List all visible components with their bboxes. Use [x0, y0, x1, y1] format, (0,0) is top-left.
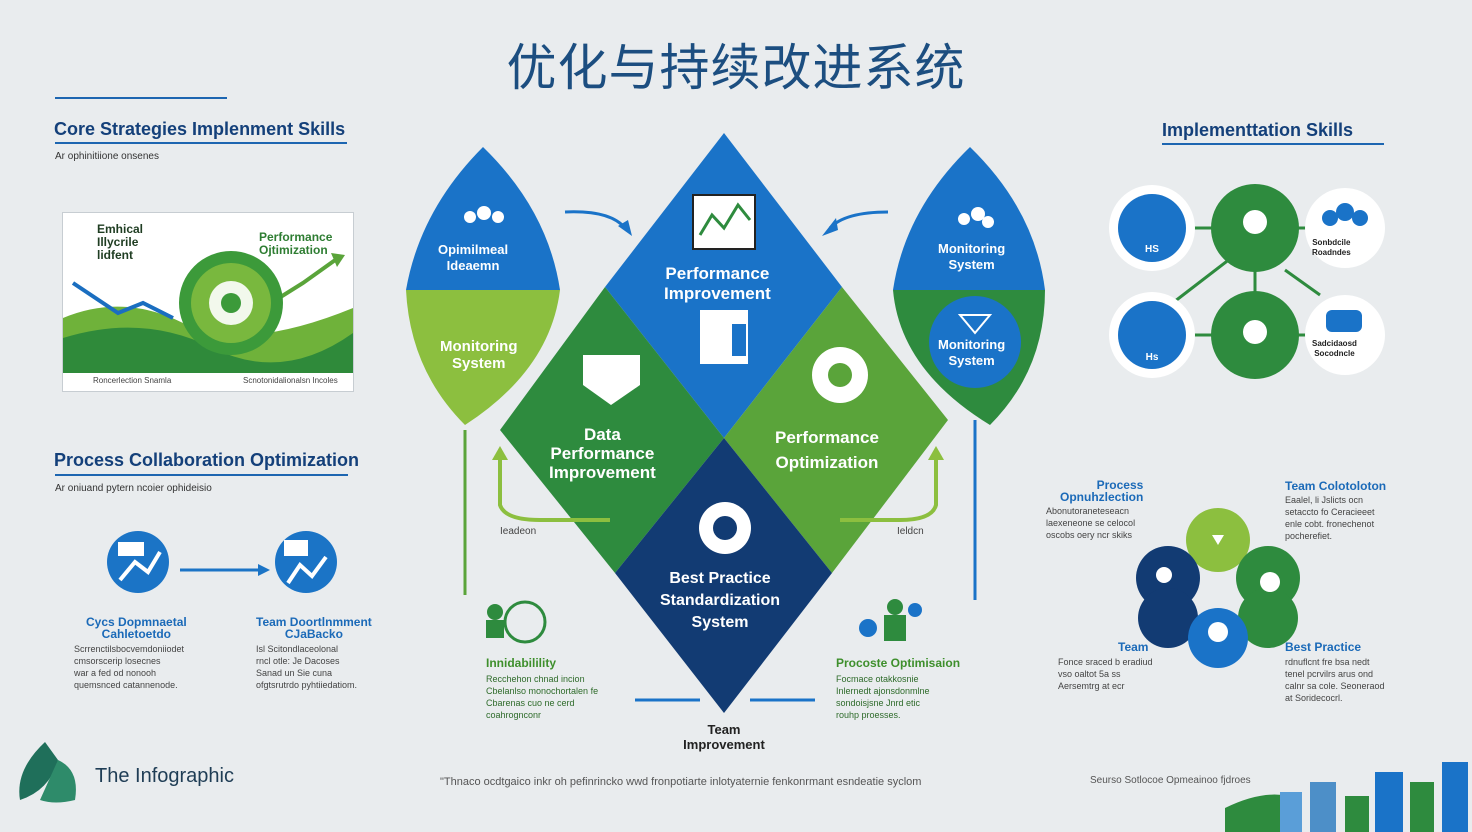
- item-text: Scrrenctilsbocvemdoniiodet cmsorscerip l…: [74, 644, 185, 690]
- card-caption: Roncerlection Snamla: [93, 376, 172, 385]
- right-leaf-top-label: Monitoring System: [938, 241, 1006, 272]
- chart-icon: [692, 194, 756, 250]
- divider: [55, 97, 227, 99]
- item-text: Isl Scitondlaceolonal rncl otle: Je Daco…: [256, 644, 358, 690]
- network-icon: [699, 502, 751, 554]
- lower-left-text: Recchehon chnad incion Cbelanlso monocho…: [486, 674, 599, 720]
- team-title: Team: [1118, 640, 1149, 654]
- team-collaboration-text: Eaalel, li Jslicts ocn setaccto fo Cerac…: [1285, 495, 1375, 541]
- diagram-footnote: "Thnaco ocdtgaico inkr oh pefinrincko ww…: [440, 776, 922, 788]
- team-text: Fonce sraced b eradiud vso oaltot 5a ss …: [1058, 657, 1153, 691]
- card-caption: Scnotonidalionalsn Incoles: [243, 376, 338, 385]
- left-leaf-top-label: Opimilmeal Ideaemn: [438, 242, 509, 273]
- strategy-card-graphic: [63, 251, 353, 391]
- arrow-label: Ieldcn: [897, 526, 924, 537]
- network-node-label: Sadcidaosd Socodncle: [1312, 339, 1357, 358]
- section-heading-core-strategies: Core Strategies Implenment Skills: [54, 119, 346, 139]
- card-label-left: Emhical Illycrile lidfent: [97, 222, 144, 262]
- logo-leaf-icon: [19, 742, 58, 800]
- network-node-label: Hs: [1145, 352, 1159, 363]
- logo-text: The Infographic: [95, 765, 234, 787]
- section-heading-implementation: Implementtation Skills: [1162, 120, 1354, 140]
- best-practice-text: rdnuflcnt fre bsa nedt tenel pcrvilrs ar…: [1285, 657, 1385, 703]
- document-icon: [700, 310, 748, 364]
- lower-right-title: Procoste Optimisaion: [836, 656, 961, 670]
- process-title: Process Opnuhzlection: [1060, 478, 1144, 504]
- divider: [55, 142, 347, 144]
- divider: [1162, 143, 1384, 145]
- item-title: Team Doortlnmment CJaBacko: [256, 615, 372, 641]
- process-icon: [583, 355, 640, 405]
- lower-right-text: Focmace otakkosnie Inlernedt ajonsdonmln…: [836, 674, 930, 720]
- left-leaf-bottom-label: Monitoring System: [440, 338, 518, 372]
- item-title: Cycs Dopmnaetal Cahletoetdo: [86, 615, 187, 641]
- diamond-left-label: Data Performance Improvement: [549, 425, 656, 482]
- card-label-right: Performance Ojtimization: [259, 230, 333, 257]
- arrow-label: Ieadeon: [500, 526, 537, 537]
- network-node-label: Sonbdcile Roadndes: [1312, 238, 1351, 257]
- gear-icon: [812, 347, 868, 403]
- strategy-card: Emhical Illycrile lidfent Performance Oj…: [62, 212, 354, 392]
- diamond-bottom-label: Best Practice Standardization System: [660, 570, 781, 631]
- lower-left-title: Innidabilility: [486, 656, 557, 670]
- footer-note: Seurso Sotlocoe Opmeainoo fjdroes: [1090, 775, 1251, 786]
- process-text: Abonutoraneteseacn laexeneone se celocol…: [1046, 506, 1136, 540]
- section-heading-process-collaboration: Process Collaboration Optimization: [54, 450, 360, 470]
- divider: [55, 474, 348, 476]
- section-subtitle: Ar oniuand pytern ncoier ophideisio: [55, 483, 212, 494]
- team-collaboration-title: Team Colotoloton: [1285, 479, 1387, 493]
- bottom-label: Team Improvement: [683, 722, 765, 752]
- diamond-right-label: Performance Optimization: [775, 428, 879, 472]
- diamond-top-label: Performance Improvement: [664, 264, 771, 303]
- right-leaf-bottom-label: Monitoring System: [938, 337, 1006, 368]
- page-title: 优化与持续改进系统: [506, 39, 966, 97]
- best-practice-title: Best Practice: [1285, 640, 1362, 654]
- section-subtitle: Ar ophinitiione onsenes: [55, 151, 159, 162]
- network-node-label: HS: [1145, 244, 1159, 255]
